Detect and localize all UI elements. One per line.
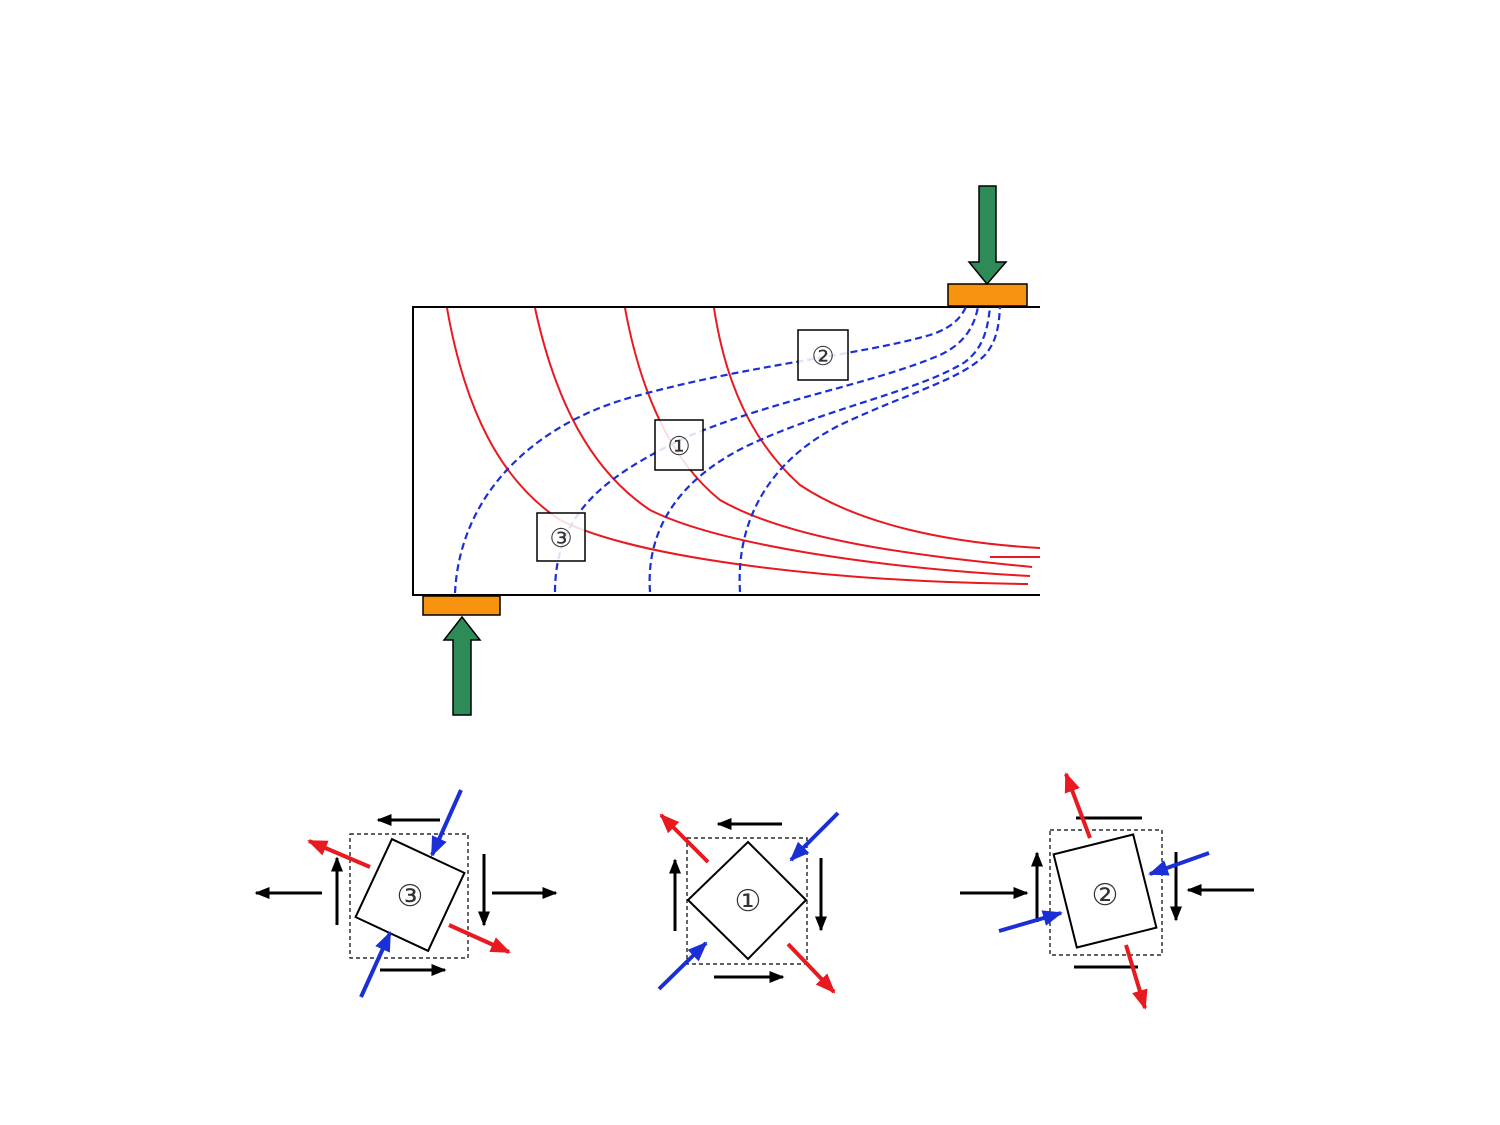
tension-arrow <box>307 839 371 869</box>
compression-trajectories <box>453 306 1002 594</box>
compression-line-1 <box>453 306 967 594</box>
load-bearing-plate <box>947 283 1028 307</box>
element-2-shear-arrows <box>960 816 1254 969</box>
element-2-rotated-square <box>1052 833 1158 949</box>
compression-arrow <box>359 931 392 998</box>
support-plate <box>422 595 501 616</box>
element-2-tension-arrows <box>1064 772 1148 1010</box>
element-3-dashed-frame <box>349 833 469 959</box>
tension-arrow <box>1064 772 1092 839</box>
element-3-shear-arrows <box>254 814 558 976</box>
tension-arrow <box>448 923 511 954</box>
tension-line-4 <box>713 307 1041 549</box>
element-1-shear-arrows <box>669 818 827 983</box>
element-2-compression-arrows <box>998 851 1210 933</box>
compression-arrow <box>1148 851 1210 876</box>
element-1-compression-arrows <box>657 811 840 991</box>
tension-arrow <box>659 813 710 864</box>
compression-line-3 <box>648 306 992 593</box>
stress-element-3: ③ <box>254 789 558 998</box>
stress-element-2: ② <box>960 772 1254 1010</box>
element-3-label: ③ <box>397 879 424 914</box>
element-3-compression-arrows <box>359 789 463 998</box>
element-1-label: ① <box>735 884 762 919</box>
element-3-tension-arrows <box>307 839 511 954</box>
up-arrow-icon <box>442 615 482 716</box>
beam-point-2: ② <box>797 329 849 381</box>
element-3-rotated-square <box>354 837 466 953</box>
beam-point-1: ① <box>654 419 704 471</box>
element-2-label: ② <box>1092 878 1119 913</box>
tension-line-3 <box>624 307 1033 568</box>
tension-line-1 <box>446 307 1029 585</box>
beam-point-2-label: ② <box>811 342 834 372</box>
compression-line-2 <box>553 306 980 593</box>
compression-arrow <box>998 910 1063 933</box>
tension-arrow <box>786 942 836 994</box>
beam-point-3-label: ③ <box>549 524 572 554</box>
element-1-dashed-frame <box>686 837 808 965</box>
beam-point-1-label: ① <box>667 432 690 462</box>
compression-arrow <box>430 789 463 857</box>
beam <box>412 306 1040 596</box>
compression-line-4 <box>738 306 1002 593</box>
element-1-diamond <box>686 840 808 961</box>
compression-arrow <box>657 941 708 991</box>
compression-arrow <box>789 811 840 862</box>
stress-element-1: ① <box>657 811 840 994</box>
element-1-tension-arrows <box>659 813 836 994</box>
beam-point-3: ③ <box>536 512 586 562</box>
tension-arrow <box>1124 944 1148 1010</box>
element-2-dashed-frame <box>1049 829 1163 956</box>
tension-line-2 <box>534 307 1031 577</box>
down-arrow-icon <box>967 185 1008 286</box>
beam-outline <box>412 306 1040 596</box>
